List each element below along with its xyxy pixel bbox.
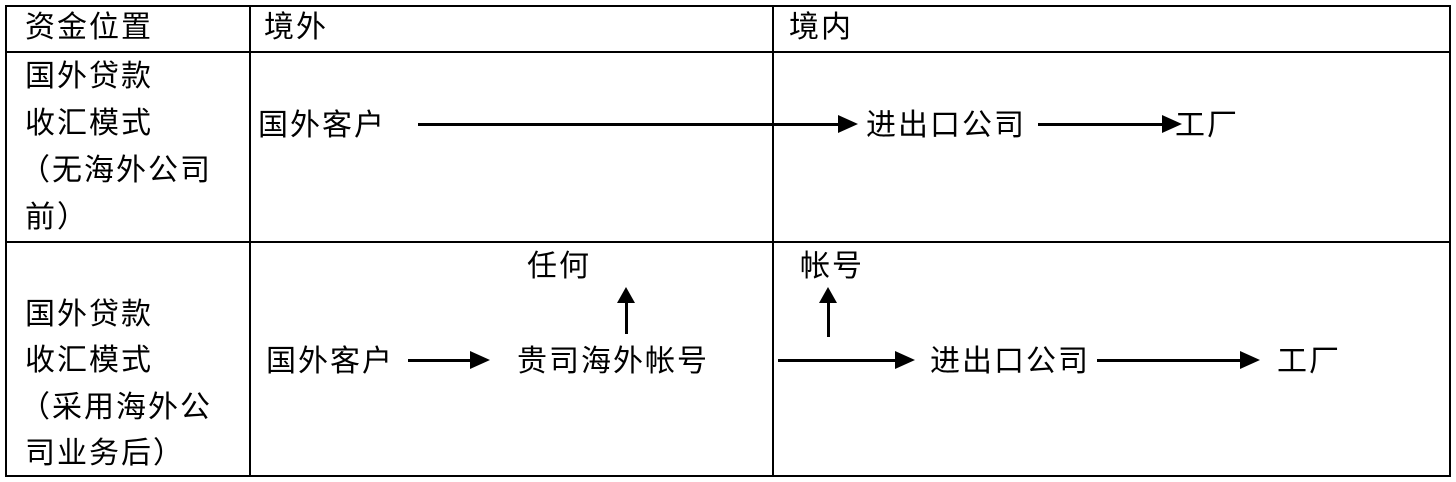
node-foreign-customer: 国外客户 (266, 345, 394, 378)
arrow-shaft (418, 123, 841, 126)
arrow-right-head-icon (1162, 115, 1182, 133)
table-divider-header (5, 51, 1451, 53)
node-factory: 工厂 (1277, 345, 1341, 378)
row2-label-line: 国外贷款 (25, 298, 153, 331)
node-factory: 工厂 (1175, 109, 1239, 142)
node-overseas-account: 贵司海外帐号 (517, 345, 709, 378)
table-border-top (5, 5, 1451, 7)
arrow-customer-to-account (408, 351, 490, 369)
label-account: 帐号 (800, 250, 864, 283)
arrow-company-to-factory (1038, 115, 1182, 133)
arrow-right-head-icon (895, 351, 915, 369)
arrow-border-to-company (778, 351, 915, 369)
arrow-shaft (827, 301, 830, 337)
node-foreign-customer: 国外客户 (258, 109, 386, 142)
row2-label-line: （采用海外公 (20, 391, 212, 424)
row2-label-line: 收汇模式 (25, 344, 153, 377)
header-fund-position: 资金位置 (25, 11, 153, 44)
node-import-export-company: 进出口公司 (930, 345, 1090, 378)
arrow-up-head-icon (617, 287, 635, 303)
arrow-right-head-icon (838, 115, 858, 133)
table-border-bottom (5, 475, 1451, 477)
row1-label-line: （无海外公司 (20, 154, 212, 187)
row1-label-line: 前） (25, 201, 89, 234)
arrow-up-head-icon (819, 287, 837, 303)
arrow-company-to-factory (1097, 351, 1260, 369)
arrow-shaft (408, 359, 473, 362)
row1-label-line: 收汇模式 (25, 107, 153, 140)
arrow-customer-to-company (418, 115, 858, 133)
arrow-up-to-any (617, 287, 635, 334)
arrow-shaft (1038, 123, 1165, 126)
header-overseas: 境外 (264, 11, 328, 44)
row2-label-line: 司业务后） (25, 437, 185, 470)
arrow-right-head-icon (470, 351, 490, 369)
arrow-shaft (778, 359, 898, 362)
row1-label-line: 国外贷款 (25, 60, 153, 93)
arrow-shaft (1097, 359, 1243, 362)
node-import-export-company: 进出口公司 (866, 109, 1026, 142)
label-any: 任何 (527, 250, 591, 283)
arrow-shaft (625, 301, 628, 334)
arrow-right-head-icon (1240, 351, 1260, 369)
table-divider-rows (5, 241, 1451, 243)
header-domestic: 境内 (789, 11, 853, 44)
arrow-up-to-account (819, 287, 837, 337)
